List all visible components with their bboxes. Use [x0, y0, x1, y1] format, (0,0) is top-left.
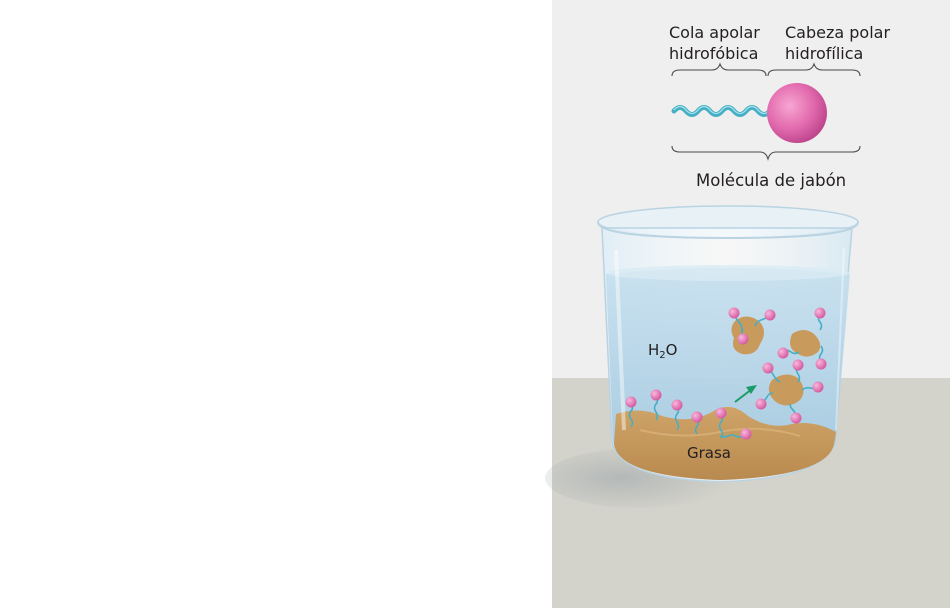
soap-tail: [671, 105, 773, 117]
beaker-rim-front: [597, 221, 859, 240]
beaker-glass-reflection: [614, 249, 626, 431]
tail-label-line1: Cola apolar: [669, 23, 760, 42]
head-label-line2: hidrofílica: [785, 44, 864, 63]
tail-label-line2: hidrofóbica: [669, 44, 759, 63]
tail-label: Cola apolar hidrofóbica: [669, 22, 760, 64]
grease-highlight: [639, 427, 801, 437]
head-label-line1: Cabeza polar: [785, 23, 891, 42]
molecule-label: Molécula de jabón: [696, 171, 847, 190]
head-label: Cabeza polar hidrofílica: [785, 22, 890, 64]
water-surface: [606, 265, 850, 281]
grease-droplet: [790, 330, 821, 357]
water-label: H2O: [648, 340, 677, 366]
molecule-brace: [671, 145, 861, 161]
tail-brace: [671, 62, 767, 77]
water-label-h: H: [648, 341, 660, 359]
soap-tail-highlight: [673, 105, 771, 115]
movement-arrow-head: [746, 385, 757, 394]
head-brace: [767, 62, 861, 77]
grease-layer: [614, 406, 836, 480]
water-label-sub: 2: [659, 350, 666, 361]
soap-heads: [625, 307, 827, 440]
beaker-glass-edge: [835, 247, 845, 431]
soap-head: [767, 83, 827, 143]
grease-label: Grasa: [687, 444, 731, 462]
grease-droplet: [768, 374, 804, 406]
water-label-o: O: [665, 341, 678, 359]
